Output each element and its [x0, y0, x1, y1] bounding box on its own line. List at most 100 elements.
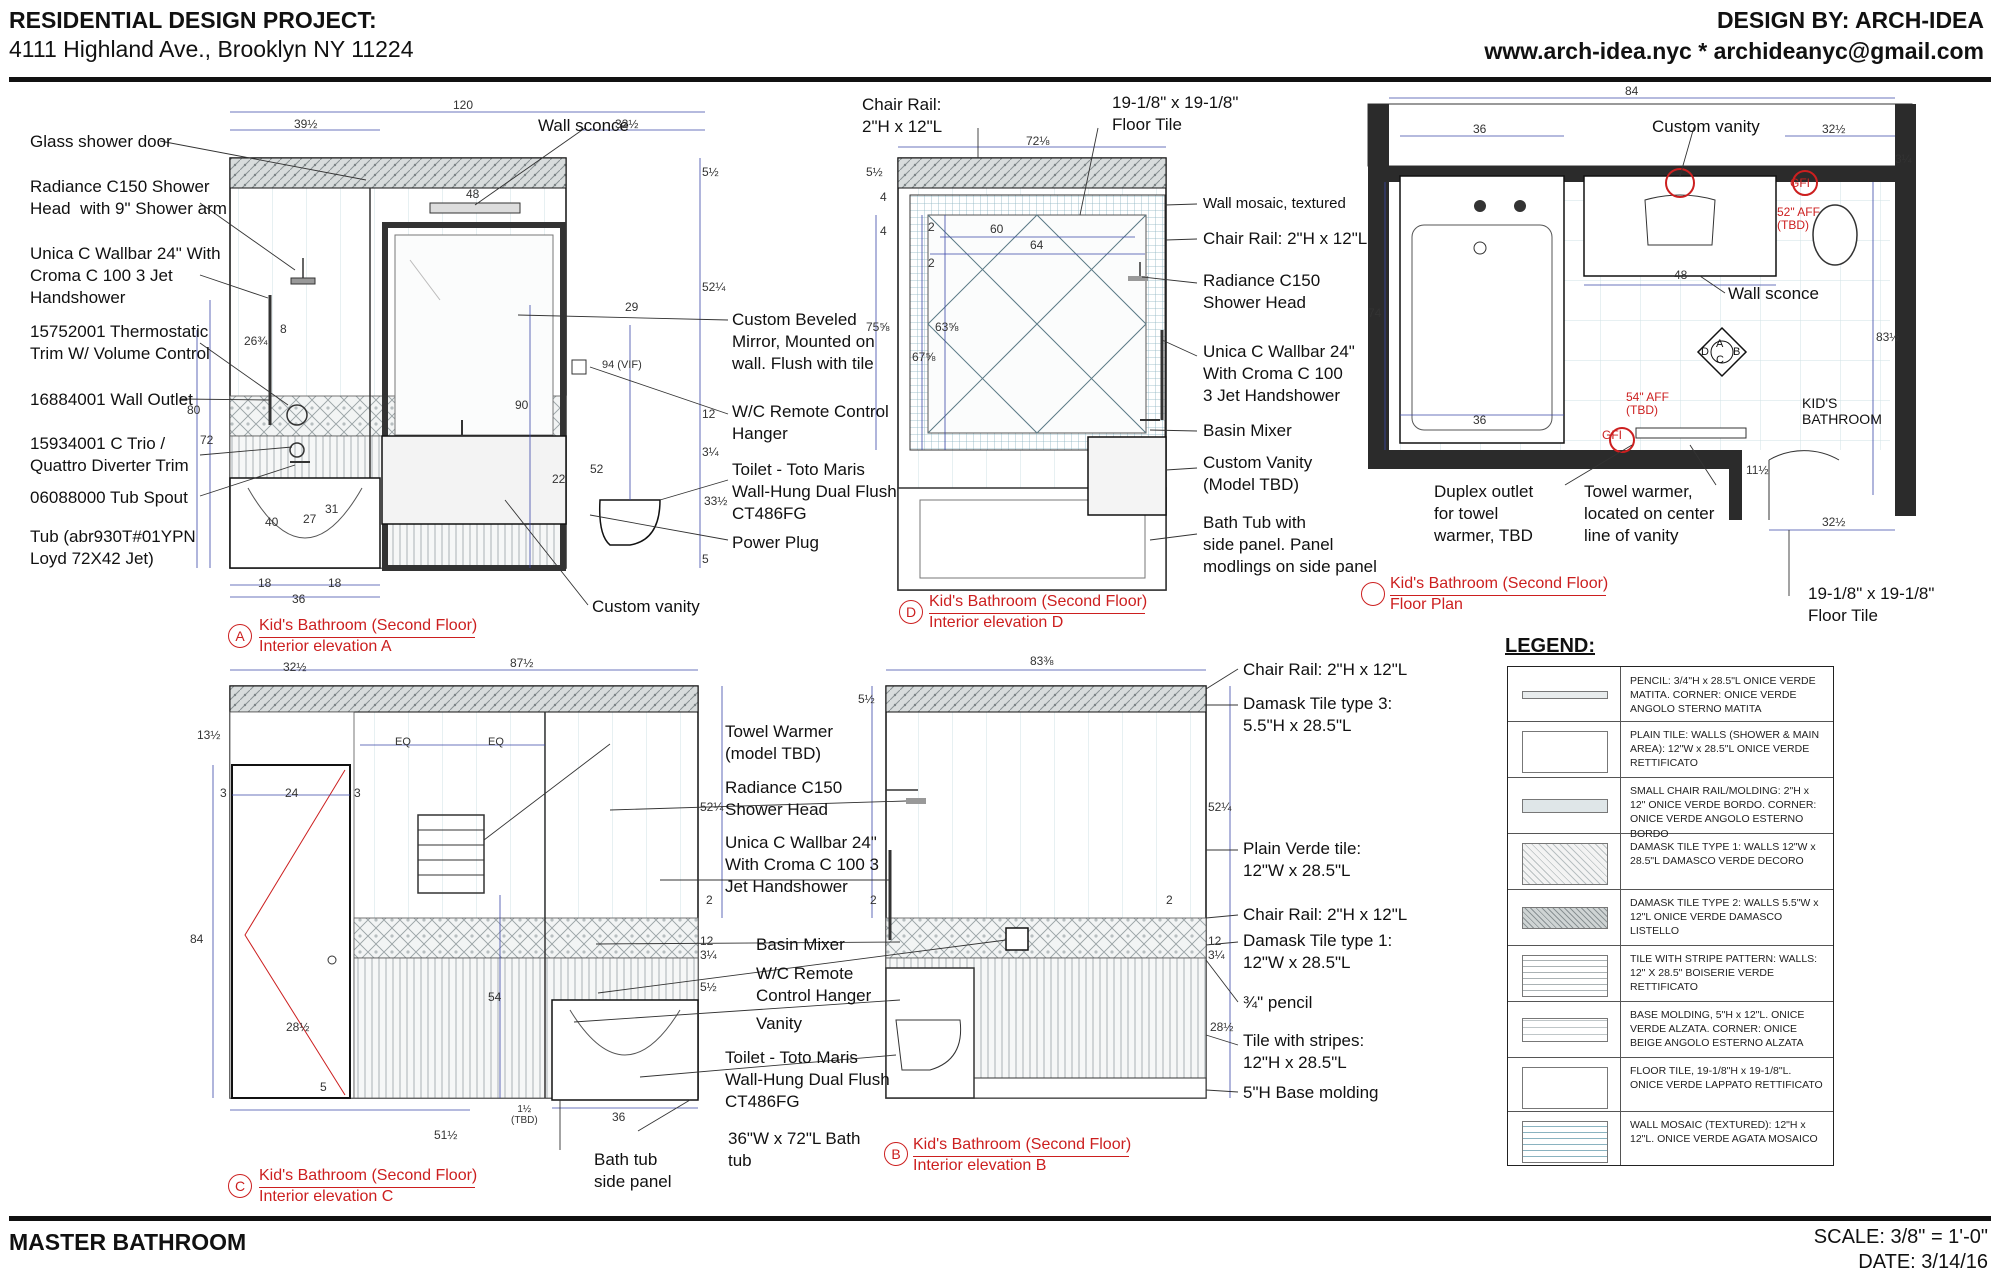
dim-plan-83-half: 83½	[1876, 330, 1900, 344]
dim-c-13-half: 13½	[197, 728, 221, 742]
dim-plan-3-quarter: 3¼	[1895, 152, 1912, 166]
dim-c-54: 54	[488, 990, 502, 1004]
elevation-b-title-rule	[913, 1156, 1129, 1157]
legend-row: BASE MOLDING, 5"H x 12"L. ONICE VERDE AL…	[1508, 1001, 1833, 1058]
designer-name: DESIGN BY: ARCH-IDEA	[1716, 7, 1984, 33]
label-plan-custom-vanity: Custom vanity	[1652, 117, 1760, 136]
dim-a-12: 12	[702, 407, 716, 421]
elevation-d-title: Kid's Bathroom (Second Floor)	[929, 593, 1148, 610]
label-a-tub: Tub (abr930T#01YPN Loyd 72X42 Jet)	[30, 527, 196, 568]
dim-plan-84: 84	[1625, 84, 1639, 98]
label-a-glass-shower-door: Glass shower door	[30, 132, 172, 151]
dim-b-2-left: 2	[870, 893, 877, 907]
dim-d-5-half: 5½	[866, 165, 883, 179]
label-b-striped-tile: Tile with stripes: 12"H x 28.5"L	[1243, 1031, 1365, 1072]
dim-a-39-half: 39½	[294, 117, 318, 131]
dim-a-29: 29	[625, 300, 639, 314]
label-plan-54-aff: 54" AFF (TBD)	[1626, 390, 1669, 418]
elevation-c-marker: C	[228, 1174, 252, 1198]
legend-row: WALL MOSAIC (TEXTURED): 12"H x 12"L. ONI…	[1508, 1111, 1833, 1165]
elevation-c-drawing	[212, 669, 723, 1111]
legend-swatch-damask-1	[1522, 843, 1608, 885]
label-a-remote-hanger: W/C Remote Control Hanger	[732, 402, 889, 443]
label-a-thermostatic-trim: 15752001 Thermostatic Trim W/ Volume Con…	[30, 322, 210, 363]
legend-text: BASE MOLDING, 5"H x 12"L. ONICE VERDE AL…	[1630, 1009, 1805, 1050]
dim-c-87-half: 87½	[510, 656, 534, 670]
dim-c-32-half: 32½	[283, 660, 307, 674]
elevation-d-drawing	[875, 146, 1167, 591]
legend-text: FLOOR TILE, 19-1/8"H x 19-1/8"L. ONICE V…	[1630, 1065, 1823, 1092]
legend-text: PENCIL: 3/4"H x 28.5"L ONICE VERDE MATIT…	[1630, 675, 1816, 716]
dim-c-24: 24	[285, 786, 299, 800]
dim-c-51-half: 51½	[434, 1128, 458, 1142]
tag-letter-a: A	[1716, 338, 1724, 350]
legend-text: PLAIN TILE: WALLS (SHOWER & MAIN AREA): …	[1630, 729, 1820, 770]
header-rule	[9, 77, 1991, 82]
dim-b-12: 12	[1208, 934, 1222, 948]
label-b-chair-rail-top: Chair Rail: 2"H x 12"L	[1243, 660, 1408, 679]
dim-a-48-top: 48	[466, 187, 480, 201]
label-c-bath-tub: 36"W x 72"L Bath tub	[728, 1129, 861, 1170]
dim-a-90: 90	[515, 398, 529, 412]
dim-a-72: 72	[200, 433, 214, 447]
label-b-chair-rail: Chair Rail: 2"H x 12"L	[1243, 905, 1408, 924]
legend-table: PENCIL: 3/4"H x 28.5"L ONICE VERDE MATIT…	[1507, 666, 1834, 1166]
legend-swatch-base-molding	[1522, 1018, 1608, 1042]
dim-c-2: 2	[706, 893, 713, 907]
dim-plan-48: 48	[1674, 268, 1688, 282]
dim-c-84: 84	[190, 932, 204, 946]
legend-title: LEGEND:	[1505, 635, 1595, 657]
label-a-shower-head: Radiance C150 Shower Head with 9" Shower…	[30, 177, 227, 218]
sheet-date: DATE: 3/14/16	[1858, 1251, 1988, 1273]
label-d-shower-head: Radiance C150 Shower Head	[1203, 271, 1321, 312]
legend-row: FLOOR TILE, 19-1/8"H x 19-1/8"L. ONICE V…	[1508, 1057, 1833, 1112]
label-plan-gfi-bottom: GFI	[1602, 428, 1622, 442]
label-a-toilet: Toilet - Toto Maris Wall-Hung Dual Flush…	[732, 460, 897, 523]
footer-rule	[9, 1216, 1991, 1221]
label-a-mirror: Custom Beveled Mirror, Mounted on wall. …	[732, 310, 875, 373]
label-plan-towel-warmer: Towel warmer, located on center line of …	[1584, 482, 1715, 545]
label-plan-52-aff: 52" AFF (TBD)	[1777, 205, 1820, 233]
dim-a-32-half: 32½	[615, 117, 639, 131]
dim-a-80: 80	[187, 403, 201, 417]
dim-c-3-right: 3	[354, 786, 361, 800]
dim-a-52-quarter: 52¼	[702, 280, 726, 294]
dim-d-60: 60	[990, 222, 1004, 236]
label-a-wall-sconce: Wall sconce	[538, 116, 630, 135]
legend-row: DAMASK TILE TYPE 2: WALLS 5.5"W x 12"L O…	[1508, 889, 1833, 946]
label-c-remote-hanger: W/C Remote Control Hanger	[756, 964, 872, 1005]
dim-a-8: 8	[280, 322, 287, 336]
legend-swatch-plain-tile	[1522, 731, 1608, 773]
legend-swatch-chair-rail	[1522, 799, 1608, 813]
tag-letter-b: B	[1733, 346, 1741, 358]
floor-plan-title: Kid's Bathroom (Second Floor)	[1390, 575, 1609, 592]
label-c-vanity: Vanity	[756, 1014, 802, 1033]
sheet-scale: SCALE: 3/8" = 1'-0"	[1813, 1226, 1988, 1248]
dim-b-5-half: 5½	[858, 692, 875, 706]
legend-text: DAMASK TILE TYPE 2: WALLS 5.5"W x 12"L O…	[1630, 897, 1819, 938]
legend-row: PLAIN TILE: WALLS (SHOWER & MAIN AREA): …	[1508, 721, 1833, 778]
dim-d-63: 63⅝	[935, 320, 959, 334]
dim-a-18-right: 18	[328, 576, 342, 590]
label-b-base-molding: 5"H Base molding	[1243, 1083, 1379, 1102]
tag-letter-d: D	[1701, 346, 1709, 358]
label-a-power-plug: Power Plug	[732, 533, 819, 552]
dim-a-22: 22	[552, 472, 566, 486]
floor-plan-title-rule	[1390, 595, 1606, 596]
dim-b-2-right: 2	[1166, 893, 1173, 907]
label-d-floor-tile: 19-1/8" x 19-1/8" Floor Tile	[1112, 93, 1239, 134]
elevation-b-title: Kid's Bathroom (Second Floor)	[913, 1136, 1132, 1153]
dim-a-18-left: 18	[258, 576, 272, 590]
legend-text: DAMASK TILE TYPE 1: WALLS 12"W x 28.5"L …	[1630, 841, 1816, 868]
dim-plan-32-half-bottom: 32½	[1822, 515, 1846, 529]
dim-a-5: 5	[702, 552, 709, 566]
dim-a-3-quarter: 3¼	[702, 445, 719, 459]
label-plan-wall-sconce: Wall sconce	[1728, 284, 1820, 303]
legend-row: TILE WITH STRIPE PATTERN: WALLS: 12" X 2…	[1508, 945, 1833, 1002]
dim-a-33-half: 33½	[704, 494, 728, 508]
label-b-damask-3: Damask Tile type 3: 5.5"H x 28.5"L	[1243, 694, 1393, 735]
dim-a-27: 27	[303, 512, 317, 526]
elevation-b-subtitle: Interior elevation B	[913, 1157, 1047, 1174]
leader-lines	[159, 126, 1790, 1150]
dim-a-36: 36	[292, 592, 306, 606]
